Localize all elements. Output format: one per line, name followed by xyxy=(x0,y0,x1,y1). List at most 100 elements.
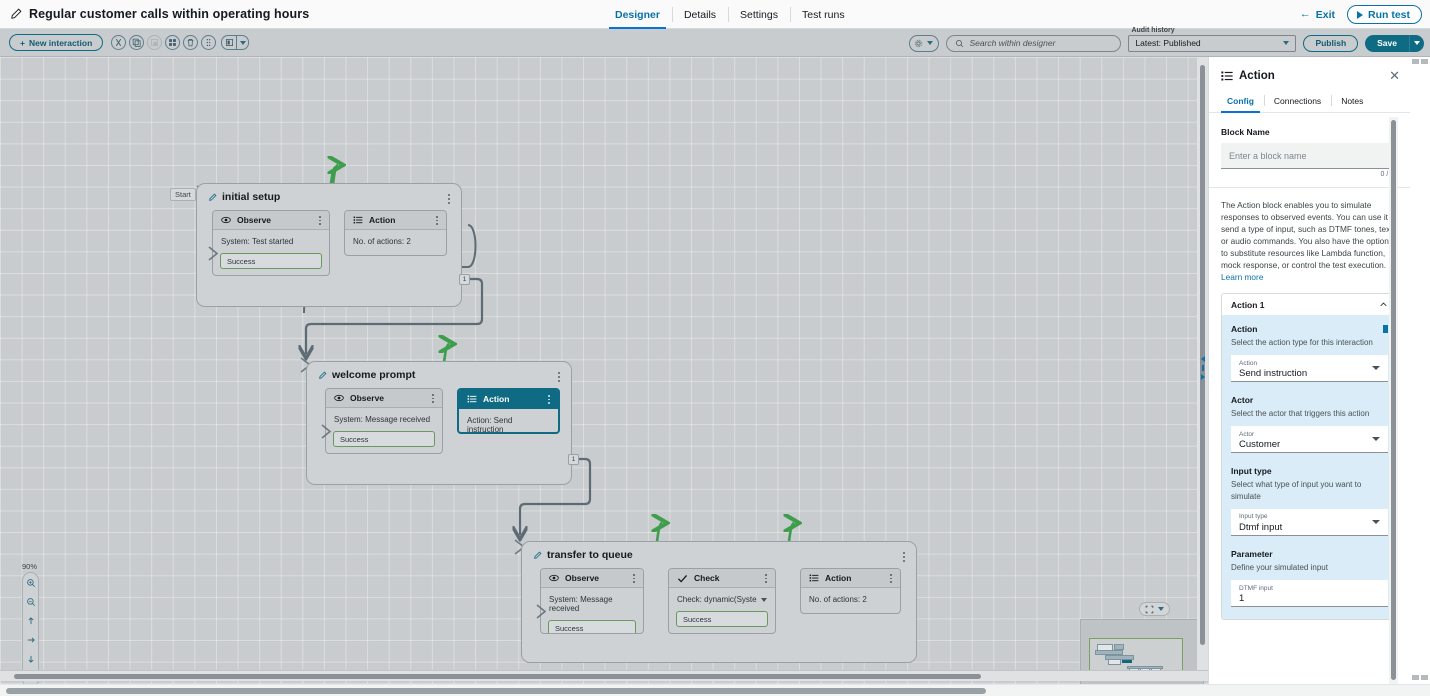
pencil-icon[interactable] xyxy=(10,8,22,20)
dtmf-input-field[interactable]: DTMF input 1 xyxy=(1231,580,1388,608)
node-header: Action xyxy=(345,211,446,230)
cut-icon[interactable] xyxy=(111,35,127,50)
group-welcome-prompt[interactable]: welcome prompt Observe System: Message r… xyxy=(306,361,572,485)
tab-test-runs[interactable]: Test runs xyxy=(790,0,857,29)
toolbar-icon-group xyxy=(111,35,217,50)
actor-select[interactable]: Actor Customer xyxy=(1231,426,1388,454)
block-name-counter: 0 / 50 xyxy=(1380,171,1398,178)
scrollbar-thumb[interactable] xyxy=(1200,65,1205,645)
group-menu-icon[interactable] xyxy=(899,550,908,563)
panel-scrollbar-thumb[interactable] xyxy=(1391,120,1396,680)
scroll-arrow-down-icon[interactable] xyxy=(1421,675,1428,680)
node-menu-icon[interactable] xyxy=(887,572,895,585)
node-observe[interactable]: Observe System: Message received Success xyxy=(540,568,644,634)
input-type-select[interactable]: Input type Dtmf input xyxy=(1231,508,1388,536)
learn-more-link[interactable]: Learn more xyxy=(1221,272,1264,283)
node-inlet-icon xyxy=(321,424,332,439)
group-menu-icon[interactable] xyxy=(444,192,453,205)
close-icon[interactable]: ✕ xyxy=(1389,68,1400,83)
action-select[interactable]: Action Send instruction xyxy=(1231,355,1388,383)
exit-button[interactable]: ← Exit xyxy=(1300,9,1335,21)
publish-button[interactable]: Publish xyxy=(1303,34,1359,52)
node-observe[interactable]: Observe System: Message received Success xyxy=(325,388,443,454)
page-scrollbar-vertical[interactable] xyxy=(1410,57,1430,684)
node-action[interactable]: Action No. of actions: 2 xyxy=(344,210,447,256)
search-input[interactable]: Search within designer xyxy=(946,34,1122,52)
zoom-in-button[interactable] xyxy=(25,577,36,588)
delete-icon[interactable] xyxy=(183,35,199,50)
audit-history-select[interactable]: Latest: Published xyxy=(1128,34,1297,52)
copy-icon[interactable] xyxy=(129,35,145,50)
scroll-arrow-up-icon[interactable] xyxy=(1412,59,1419,64)
tab-notes[interactable]: Notes xyxy=(1331,92,1373,112)
minimap-fit-control[interactable] xyxy=(1139,602,1170,616)
save-button[interactable]: Save xyxy=(1365,34,1409,52)
group-header: welcome prompt xyxy=(307,362,571,381)
tab-settings[interactable]: Settings xyxy=(728,0,790,29)
node-output-success[interactable]: Success xyxy=(548,620,636,633)
save-chevron-down-icon[interactable] xyxy=(1409,34,1424,52)
scroll-arrow-up-icon[interactable] xyxy=(1421,59,1428,64)
node-menu-icon[interactable] xyxy=(316,214,324,227)
pan-up-button[interactable] xyxy=(25,615,36,626)
node-menu-icon[interactable] xyxy=(433,214,441,227)
node-menu-icon[interactable] xyxy=(630,572,638,585)
node-action-selected[interactable]: Action Action: Send instruction xyxy=(457,388,560,434)
layout-icon[interactable] xyxy=(221,35,237,50)
minimap-block xyxy=(1114,644,1124,650)
field-heading: Input type xyxy=(1231,466,1388,476)
chevron-down-icon[interactable] xyxy=(761,597,767,602)
settings-split-button[interactable] xyxy=(909,34,940,52)
scrollbar-thumb[interactable] xyxy=(6,688,986,694)
node-output-success[interactable]: Success xyxy=(333,431,435,447)
exit-label: Exit xyxy=(1315,8,1335,21)
node-menu-icon[interactable] xyxy=(545,393,553,406)
pan-down-button[interactable] xyxy=(25,653,36,664)
canvas-scrollbar-horizontal[interactable] xyxy=(0,670,1208,681)
tab-details[interactable]: Details xyxy=(671,0,728,29)
node-action[interactable]: Action No. of actions: 2 xyxy=(800,568,901,614)
pencil-icon[interactable] xyxy=(208,193,217,202)
tab-connections[interactable]: Connections xyxy=(1263,92,1331,112)
node-check[interactable]: Check Check: dynamic(System >... Success xyxy=(668,568,776,634)
tab-config[interactable]: Config xyxy=(1217,92,1264,113)
scrollbar-thumb[interactable] xyxy=(14,674,981,679)
group-initial-setup[interactable]: initial setup Observe System: Test start… xyxy=(196,183,462,307)
scroll-arrow-down-icon[interactable] xyxy=(1412,675,1419,680)
node-observe[interactable]: Observe System: Test started Success xyxy=(212,210,330,276)
save-split-button: Save xyxy=(1365,34,1424,52)
eye-icon xyxy=(221,216,231,224)
block-name-input[interactable]: Enter a block name xyxy=(1221,143,1398,169)
node-menu-icon[interactable] xyxy=(762,572,770,585)
tab-designer[interactable]: Designer xyxy=(603,0,672,29)
field-heading-text: Parameter xyxy=(1231,548,1273,559)
node-body: System: Test started xyxy=(221,237,294,246)
header-tabs: Designer Details Settings Test runs xyxy=(603,0,857,29)
group-menu-icon[interactable] xyxy=(554,370,563,383)
node-header: Check xyxy=(669,569,775,588)
page-scrollbar-horizontal[interactable] xyxy=(0,684,1430,696)
node-output-success[interactable]: Success xyxy=(220,253,322,269)
drag-handle-icon[interactable] xyxy=(201,35,217,50)
new-interaction-button[interactable]: + New interaction xyxy=(9,34,104,51)
field-heading-text: Actor xyxy=(1231,395,1254,406)
accordion-header[interactable]: Action 1 xyxy=(1222,294,1397,316)
node-header: Observe xyxy=(541,569,643,588)
pencil-icon[interactable] xyxy=(318,371,327,380)
layout-chevron-down-icon[interactable] xyxy=(236,35,250,50)
check-expression: Check: dynamic(System >... xyxy=(677,595,757,604)
node-output-success[interactable]: Success xyxy=(676,611,768,627)
panel-resize-handle[interactable] xyxy=(1198,353,1208,383)
zoom-out-button[interactable] xyxy=(25,596,36,607)
canvas-scrollbar-vertical[interactable] xyxy=(1197,57,1208,670)
group-transfer-to-queue[interactable]: transfer to queue Observe System: Messag… xyxy=(521,541,917,663)
designer-canvas[interactable]: Start initial setup Observe xyxy=(0,57,1208,684)
pan-right-button[interactable] xyxy=(25,634,36,645)
run-test-button[interactable]: Run test xyxy=(1347,5,1422,24)
node-body: No. of actions: 2 xyxy=(353,237,411,246)
pencil-icon[interactable] xyxy=(533,551,542,560)
search-icon xyxy=(956,39,964,47)
duplicate-icon[interactable] xyxy=(165,35,181,50)
node-menu-icon[interactable] xyxy=(429,392,437,405)
paste-icon xyxy=(147,35,163,50)
